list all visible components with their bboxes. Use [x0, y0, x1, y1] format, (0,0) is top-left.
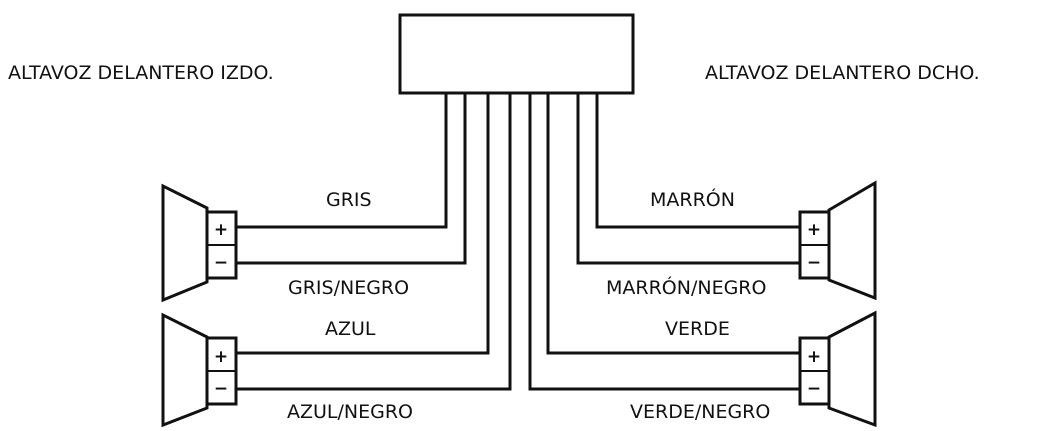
- speaker-cone: [827, 310, 877, 428]
- wire-verde-negro: [528, 93, 800, 391]
- minus-sign: −: [807, 379, 821, 399]
- head-unit-box: [398, 13, 635, 95]
- plus-sign: +: [807, 347, 821, 367]
- speaker-left-top: + −: [161, 183, 238, 303]
- speaker-left-bottom: + −: [161, 312, 238, 428]
- wire-gris: [236, 93, 448, 229]
- plus-sign: +: [214, 347, 228, 367]
- wire-label-azul-negro: AZUL/NEGRO: [287, 401, 413, 423]
- wire-marron-negro: [576, 93, 800, 265]
- wire-label-verde-negro: VERDE/NEGRO: [630, 401, 770, 423]
- speaker-cone: [161, 312, 209, 428]
- speaker-cone: [161, 183, 209, 303]
- wire-label-marron-negro: MARRÓN/NEGRO: [606, 275, 766, 299]
- plus-sign: +: [214, 220, 228, 240]
- plus-sign: +: [807, 220, 821, 240]
- speaker-right-top: + −: [798, 180, 877, 301]
- wire-marron: [595, 93, 800, 229]
- wire-azul-negro: [236, 93, 512, 391]
- minus-sign: −: [214, 379, 228, 399]
- wire-label-marron: MARRÓN: [650, 187, 735, 211]
- minus-sign: −: [807, 253, 821, 273]
- wire-verde: [546, 93, 800, 355]
- wire-label-verde: VERDE: [665, 318, 730, 340]
- right-speakers-title: ALTAVOZ DELANTERO DCHO.: [705, 62, 980, 84]
- wire-label-azul: AZUL: [325, 318, 376, 340]
- minus-sign: −: [214, 253, 228, 273]
- wire-azul: [236, 93, 490, 355]
- speaker-cone: [827, 180, 877, 301]
- left-speakers-title: ALTAVOZ DELANTERO IZDO.: [8, 62, 274, 84]
- wire-gris-negro: [236, 93, 467, 265]
- speaker-right-bottom: + −: [798, 310, 877, 428]
- wire-label-gris: GRIS: [326, 189, 372, 211]
- wire-label-gris-negro: GRIS/NEGRO: [288, 277, 409, 299]
